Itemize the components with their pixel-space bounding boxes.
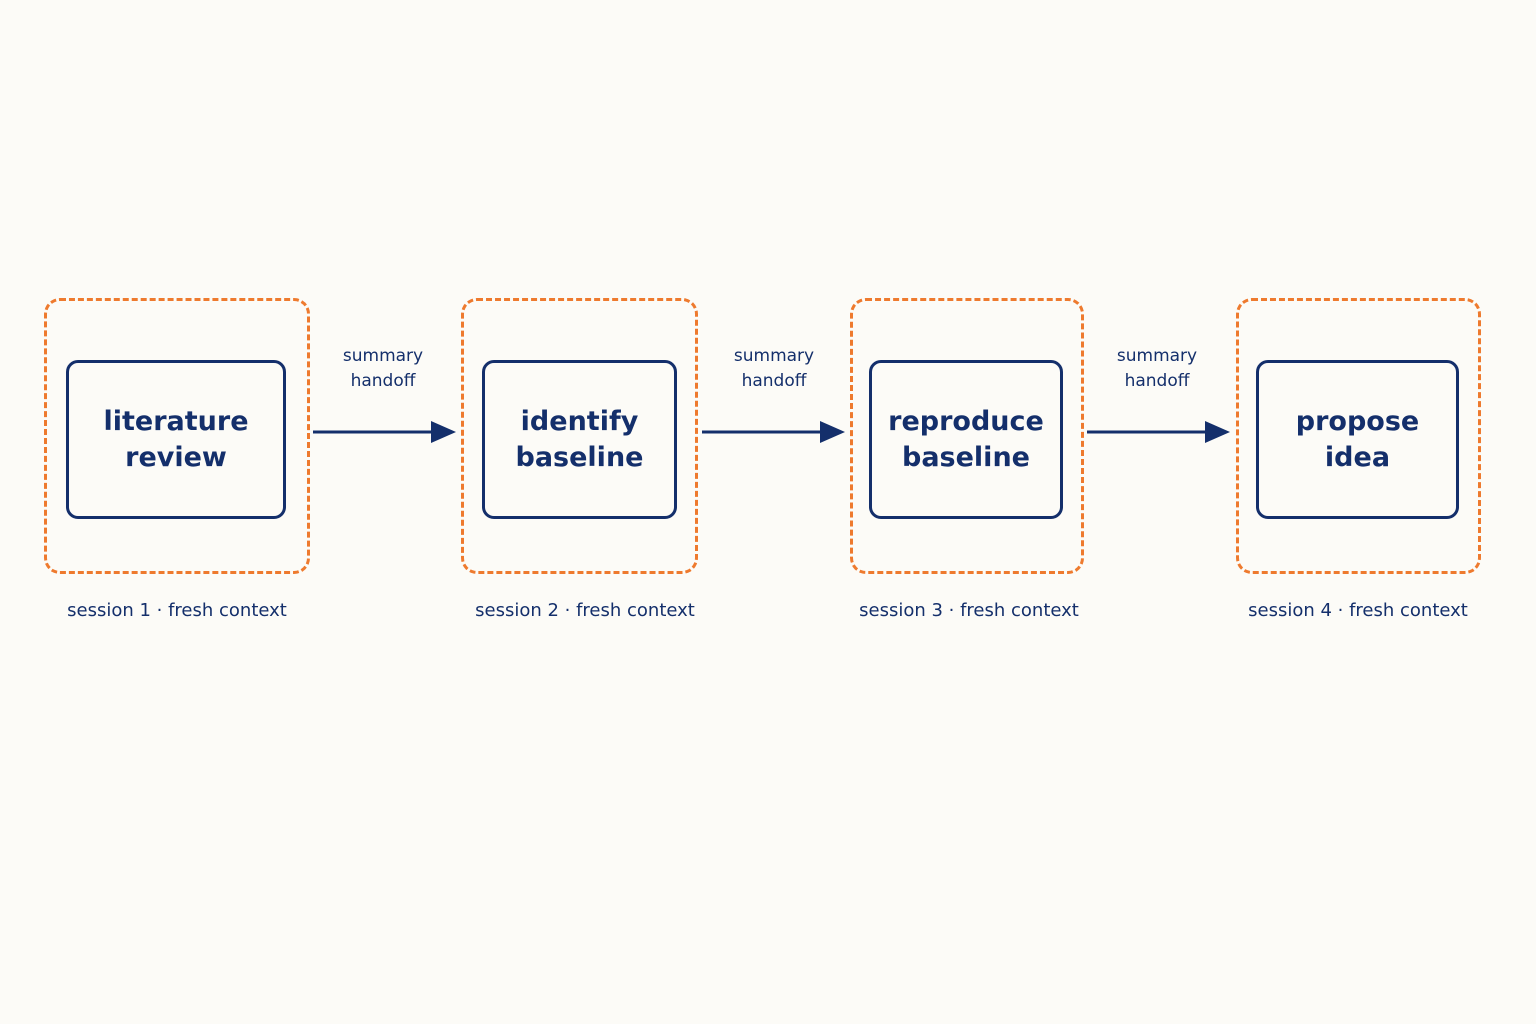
step-box-literature-review: literature review bbox=[66, 360, 286, 519]
session-frame-4 bbox=[1236, 298, 1481, 574]
handoff-label-2: summary handoff bbox=[733, 346, 815, 391]
session-frame-1 bbox=[44, 298, 310, 574]
step-box-identify-baseline: identify baseline bbox=[482, 360, 677, 519]
step-label: literature review bbox=[103, 405, 249, 473]
handoff-arrow-2 bbox=[702, 421, 845, 443]
session-frame-2 bbox=[461, 298, 698, 574]
step-label: reproduce baseline bbox=[888, 405, 1044, 473]
handoff-label-3: summary handoff bbox=[1116, 346, 1198, 391]
session-caption-3: session 3 · fresh context bbox=[859, 600, 1079, 621]
handoff-label-1: summary handoff bbox=[342, 346, 424, 391]
step-box-propose-idea: propose idea bbox=[1256, 360, 1459, 519]
session-caption-1: session 1 · fresh context bbox=[67, 600, 287, 621]
handoff-arrow-3 bbox=[1087, 421, 1230, 443]
session-caption-4: session 4 · fresh context bbox=[1248, 600, 1468, 621]
session-frame-3 bbox=[850, 298, 1084, 574]
session-caption-2: session 2 · fresh context bbox=[475, 600, 695, 621]
handoff-arrow-1 bbox=[313, 421, 456, 443]
step-label: propose idea bbox=[1295, 405, 1420, 473]
step-label: identify baseline bbox=[515, 405, 644, 473]
step-box-reproduce-baseline: reproduce baseline bbox=[869, 360, 1063, 519]
